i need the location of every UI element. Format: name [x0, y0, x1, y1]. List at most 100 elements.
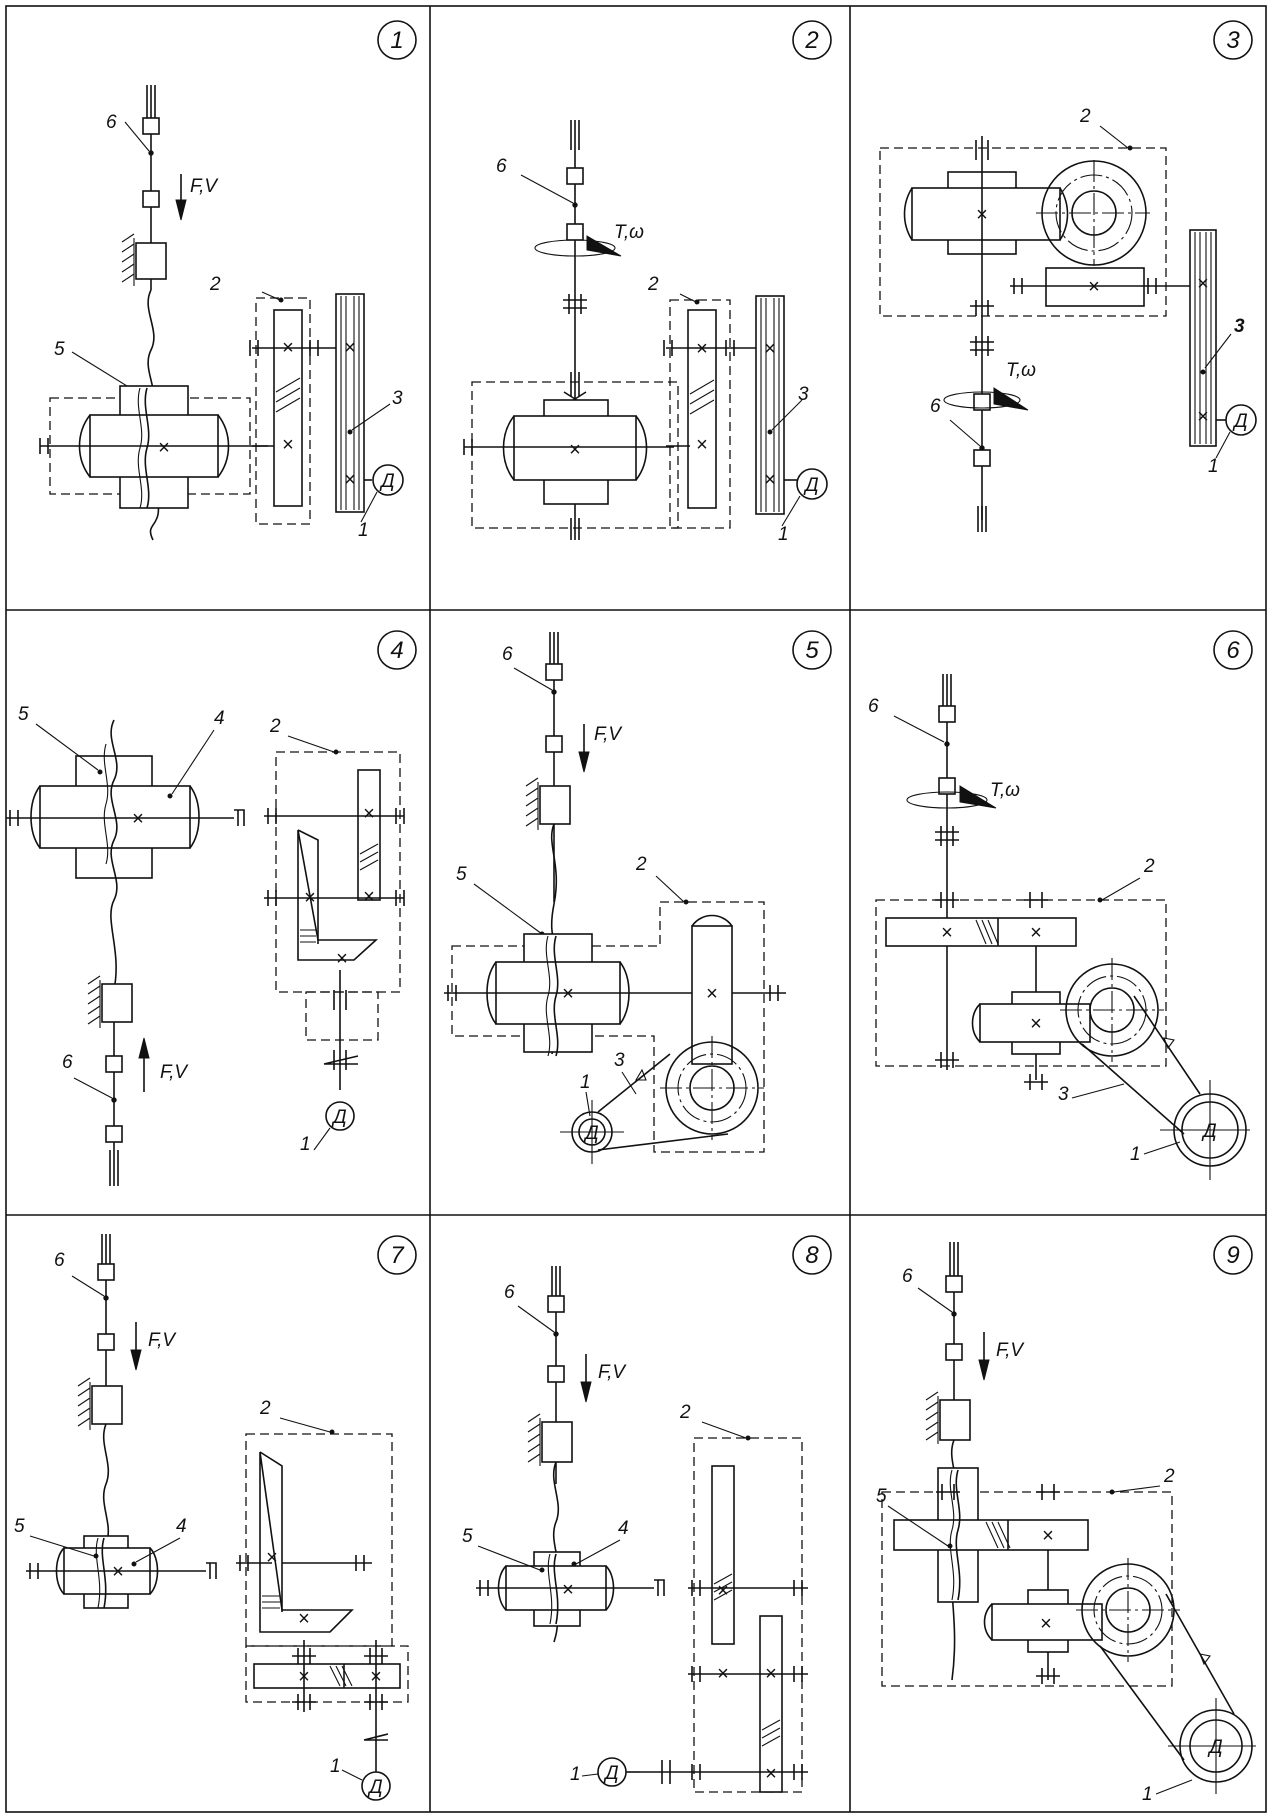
label-reducer: 2 [647, 274, 659, 295]
svg-text:×: × [706, 983, 718, 1005]
svg-text:×: × [336, 948, 348, 970]
label-nut: 5 [456, 864, 467, 885]
motor-label: Д [1201, 1121, 1216, 1142]
label-motor-ref: 1 [778, 524, 789, 545]
svg-text:×: × [282, 434, 294, 456]
label-load: T,ω [1006, 360, 1036, 381]
label-nut: 5 [14, 1516, 25, 1537]
svg-text:×: × [717, 1580, 729, 1602]
label-load: F,V [598, 1362, 627, 1383]
sheet-grid [5, 5, 1267, 1813]
panel-number: 8 [805, 1242, 819, 1269]
panel-number-badge [377, 20, 417, 60]
svg-text:×: × [1088, 276, 1100, 298]
panel-9: 9 6 F,V 2 × 5 × Д 1 [876, 1235, 1256, 1805]
label-belt: 3 [392, 388, 403, 409]
label-reducer: 2 [1163, 1466, 1175, 1487]
motor-icon [372, 464, 404, 496]
panel-number: 5 [805, 637, 819, 664]
motor-label: Д [603, 1763, 618, 1784]
label-nut: 5 [876, 1486, 887, 1507]
motor-label: Д [367, 1777, 382, 1798]
label-motor-ref: 1 [358, 520, 369, 541]
label-reducer: 2 [259, 1398, 271, 1419]
label-motor-ref: 1 [570, 1764, 581, 1785]
label-guide: 6 [868, 696, 879, 717]
svg-text:×: × [562, 1579, 574, 1601]
panel-number: 6 [1226, 637, 1240, 664]
label-nut: 5 [54, 339, 65, 360]
motor-label: Д [1232, 411, 1247, 432]
panel-5: 5 6 F,V 5 2 × × Д 3 1 [444, 630, 832, 1164]
panel-number: 2 [804, 27, 818, 54]
label-motor-ref: 1 [300, 1134, 311, 1155]
label-belt: 3 [614, 1050, 625, 1071]
panel-6: 6 6 T,ω 2 × × × Д 3 1 [868, 630, 1253, 1180]
label-guide: 6 [504, 1282, 515, 1303]
label-motor-ref: 1 [580, 1072, 591, 1093]
panel-number: 1 [390, 27, 403, 54]
svg-text:×: × [298, 1608, 310, 1630]
svg-text:×: × [1030, 922, 1042, 944]
panel-8: 8 6 F,V × 5 4 2 × × × × Д 1 [462, 1235, 832, 1793]
label-reducer: 2 [635, 854, 647, 875]
label-gear: 4 [176, 1516, 187, 1537]
label-belt: 3 [1234, 316, 1245, 337]
label-reducer: 2 [209, 274, 221, 295]
svg-text:×: × [132, 808, 144, 830]
label-reducer: 2 [679, 1402, 691, 1423]
panel-number: 4 [390, 637, 403, 664]
svg-text:×: × [1030, 1013, 1042, 1035]
motor-icon [796, 468, 828, 500]
label-guide: 6 [62, 1052, 73, 1073]
label-guide: 6 [902, 1266, 913, 1287]
label-belt: 3 [1058, 1084, 1069, 1105]
label-load: F,V [190, 176, 219, 197]
panel-2: 2 6 T,ω × × × 2 × × 3 Д 1 [463, 20, 832, 545]
motor-label: Д [1207, 1737, 1222, 1758]
panel-number: 9 [1226, 1242, 1239, 1269]
label-guide: 6 [106, 112, 117, 133]
svg-text:×: × [1197, 406, 1209, 428]
svg-text:×: × [569, 439, 581, 461]
svg-text:×: × [765, 1763, 777, 1785]
label-load: T,ω [614, 222, 644, 243]
motor-label: Д [379, 471, 394, 492]
svg-text:×: × [344, 337, 356, 359]
svg-text:×: × [1042, 1525, 1054, 1547]
label-reducer: 2 [1143, 856, 1155, 877]
motor-label: Д [803, 475, 818, 496]
label-belt: 3 [798, 384, 809, 405]
label-load: F,V [148, 1330, 177, 1351]
motor-label: Д [583, 1123, 598, 1144]
svg-text:×: × [941, 922, 953, 944]
label-motor-ref: 1 [1130, 1144, 1141, 1165]
label-nut: 5 [462, 1526, 473, 1547]
label-load: F,V [594, 724, 623, 745]
label-reducer: 2 [1079, 106, 1091, 127]
svg-text:×: × [696, 338, 708, 360]
label-load: F,V [160, 1062, 189, 1083]
label-motor-ref: 1 [1208, 456, 1219, 477]
label-guide: 6 [502, 644, 513, 665]
label-motor-ref: 1 [330, 1756, 341, 1777]
svg-text:×: × [344, 469, 356, 491]
motor-icon [361, 1771, 391, 1801]
svg-text:×: × [266, 1547, 278, 1569]
panel-1: 1 6 F,V 5 × × × 2 × × 3 Д 1 [39, 20, 417, 541]
svg-text:×: × [696, 434, 708, 456]
label-gear: 4 [214, 708, 225, 729]
svg-text:×: × [363, 803, 375, 825]
motor-label: Д [331, 1107, 346, 1128]
panel-3: 3 2 × × × × 3 Д 1 6 T,ω [879, 20, 1257, 532]
svg-text:×: × [562, 983, 574, 1005]
svg-text:×: × [112, 1561, 124, 1583]
svg-text:×: × [1040, 1613, 1052, 1635]
panel-number: 3 [1226, 27, 1240, 54]
label-guide: 6 [54, 1250, 65, 1271]
svg-text:×: × [158, 437, 170, 459]
label-motor-ref: 1 [1142, 1784, 1153, 1805]
svg-text:×: × [764, 338, 776, 360]
label-gear: 4 [618, 1518, 629, 1539]
